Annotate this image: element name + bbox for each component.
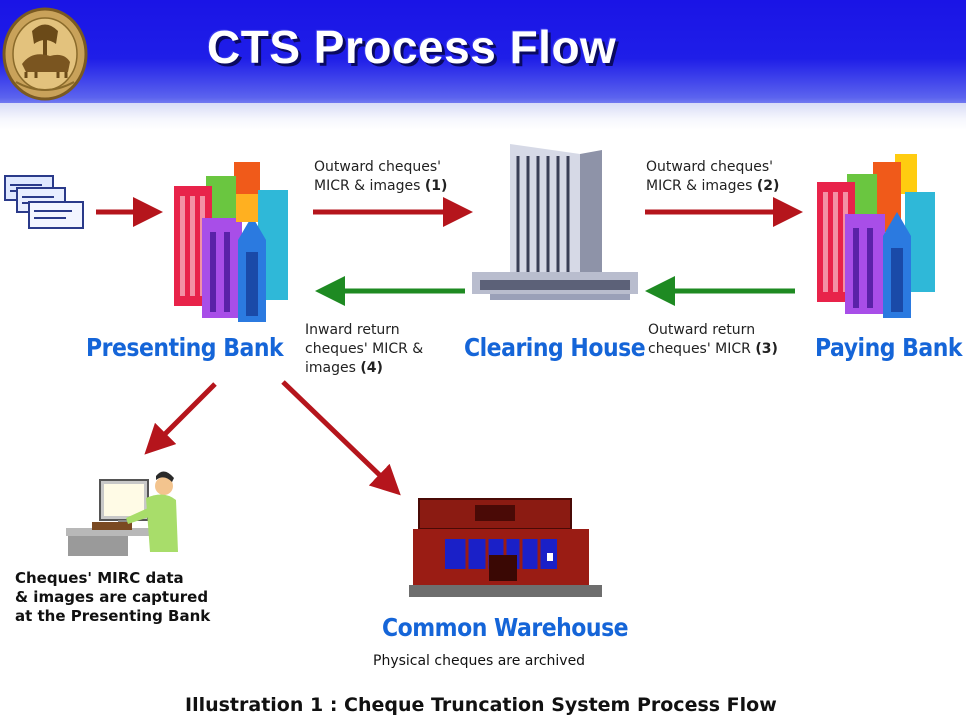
cheques-icon: [4, 175, 84, 229]
flow-label-line: Outward return: [648, 322, 756, 338]
node-label-paying-bank: Paying Bank: [815, 334, 963, 363]
archive-caption: Physical cheques are archived: [373, 653, 586, 669]
step-number: (3): [755, 341, 778, 357]
flow-label-line: cheques' MICR &: [305, 341, 424, 357]
flow-label-line: MICR & images: [314, 178, 425, 194]
caption-line: at the Presenting Bank: [15, 607, 211, 625]
warehouse-icon: [409, 498, 602, 597]
step-number: (1): [424, 178, 448, 194]
caption-line: Cheques' MIRC data: [15, 569, 184, 587]
flow-label-line: images: [305, 360, 361, 376]
flow-label-outward-1: Outward cheques' MICR & images (1): [314, 158, 447, 196]
flow-label-line: Inward return: [305, 322, 400, 338]
node-label-clearing-house: Clearing House: [464, 334, 646, 363]
illustration-caption: Illustration 1 : Cheque Truncation Syste…: [185, 694, 777, 716]
rbi-seal-icon: [2, 7, 88, 101]
flow-label-line: Outward cheques': [646, 159, 773, 175]
step-number: (4): [360, 360, 383, 376]
capture-caption: Cheques' MIRC data & images are captured…: [15, 569, 210, 626]
arrow-to-capture: [144, 382, 217, 455]
flow-label-inward-return-4: Inward return cheques' MICR & images (4): [305, 321, 423, 378]
flow-label-line: Outward cheques': [314, 159, 441, 175]
office-tower-icon: [472, 144, 638, 300]
bank-buildings-icon: [174, 162, 288, 322]
flow-label-outward-2: Outward cheques' MICR & images (2): [646, 158, 779, 196]
header-banner-fade: [0, 103, 966, 130]
node-label-common-warehouse: Common Warehouse: [382, 614, 629, 643]
computer-operator-icon: [66, 471, 178, 556]
step-number: (2): [756, 178, 780, 194]
caption-line: & images are captured: [15, 588, 209, 606]
node-label-presenting-bank: Presenting Bank: [86, 334, 284, 363]
bank-buildings-icon: [817, 154, 935, 318]
flow-label-line: MICR & images: [646, 178, 757, 194]
flow-label-line: cheques' MICR: [648, 341, 756, 357]
page-title: CTS Process Flow: [207, 21, 617, 73]
arrow-to-warehouse: [281, 380, 401, 496]
flow-label-outward-return-3: Outward return cheques' MICR (3): [648, 321, 778, 359]
